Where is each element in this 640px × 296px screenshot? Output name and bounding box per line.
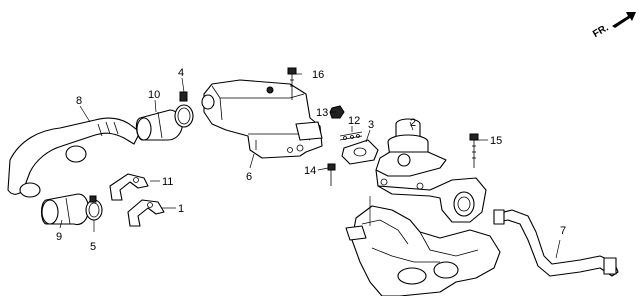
gasket-3 [341,139,379,165]
housing-6 [201,79,323,159]
callout-labels: 8 10 4 16 13 12 3 2 15 14 6 7 11 1 9 5 [56,67,566,253]
front-direction-indicator: FR. [591,12,636,40]
clamp-4 [174,91,194,128]
bolt-15 [469,133,479,168]
bolt-16 [287,67,297,100]
callout-8: 8 [76,95,82,107]
bracket-11 [109,173,149,201]
callout-1: 1 [178,203,184,215]
callout-5: 5 [90,241,96,253]
hose-8 [7,117,141,198]
front-direction-label: FR. [591,22,611,40]
callout-13: 13 [316,107,328,119]
callout-15: 15 [490,135,502,147]
leader-lines [59,73,561,259]
callout-14: 14 [304,165,316,177]
callout-10: 10 [148,89,160,101]
bolt-14 [327,163,336,186]
callout-7: 7 [560,225,566,237]
callout-4: 4 [178,67,184,79]
callout-2: 2 [410,117,416,129]
callout-12: 12 [348,115,360,127]
coupling-10 [135,109,183,141]
bracket-1 [127,199,165,227]
stud-12 [339,131,363,141]
intake-manifold [345,196,501,296]
callout-11: 11 [162,176,173,188]
pipe-7 [493,209,619,277]
valve-2 [375,118,487,223]
callout-16: 16 [312,69,324,81]
clamp-5 [85,195,103,221]
hose-9 [40,193,90,226]
callout-9: 9 [56,231,62,243]
callout-3: 3 [368,119,374,131]
front-arrow-icon [612,12,636,28]
callout-6: 6 [246,171,252,183]
